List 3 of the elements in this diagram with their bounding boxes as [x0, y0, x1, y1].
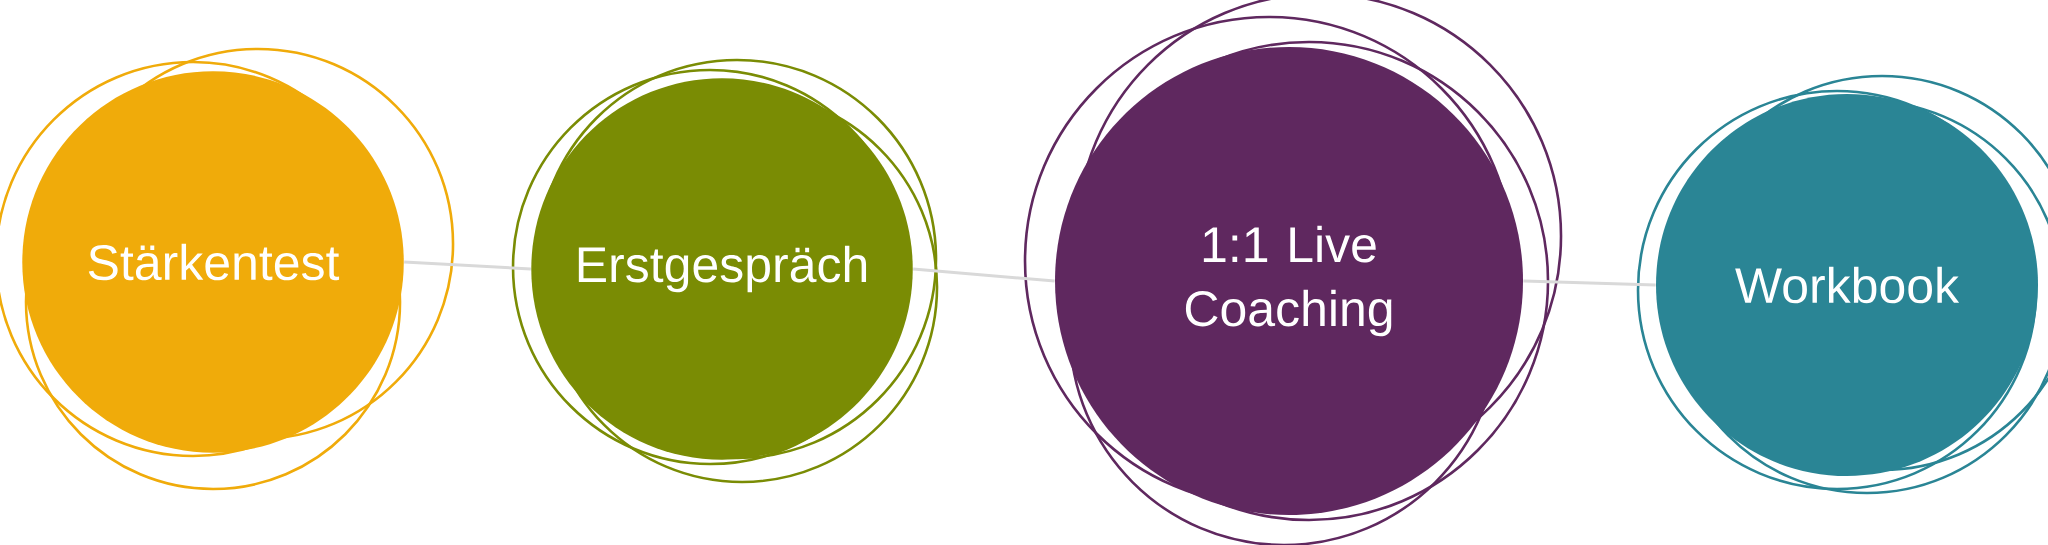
connector-line: [1523, 279, 1656, 287]
connector-line: [404, 260, 531, 271]
connector-line: [913, 267, 1055, 283]
